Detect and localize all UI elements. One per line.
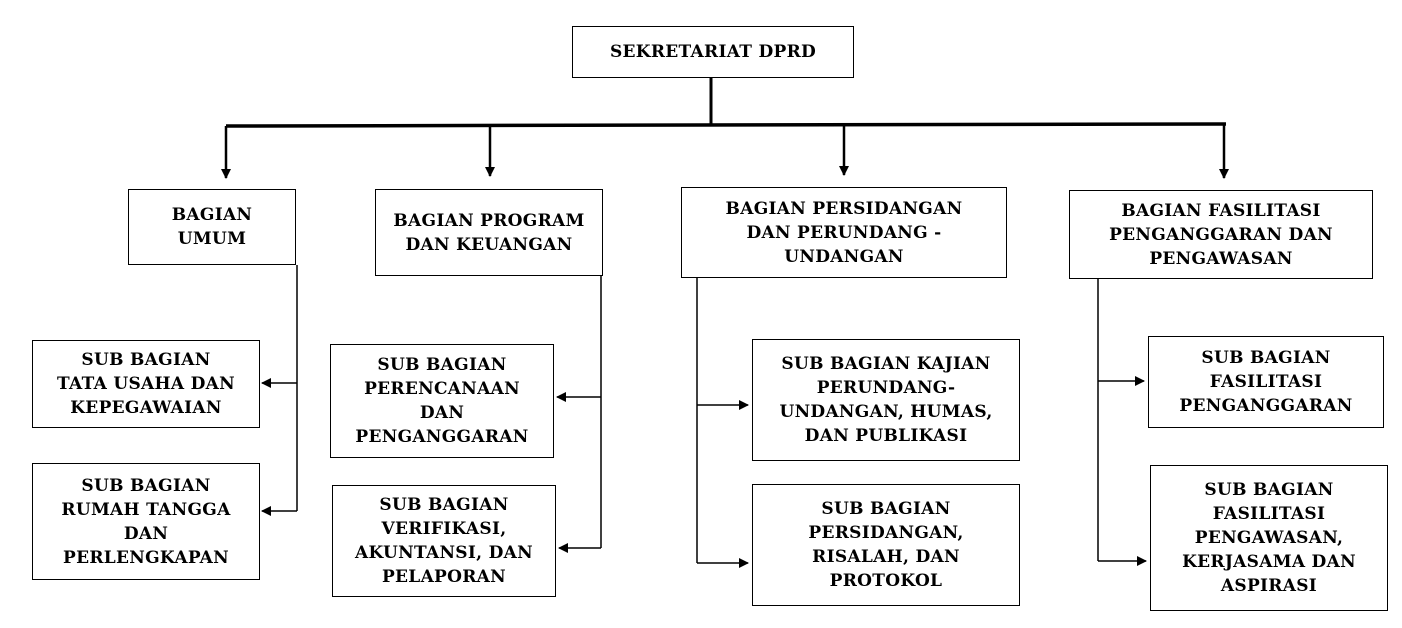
node-line: BAGIAN bbox=[171, 205, 253, 225]
node-line: PERENCANAAN bbox=[364, 379, 520, 399]
node-sub-tata-usaha: SUB BAGIAN TATA USAHA DAN KEPEGAWAIAN bbox=[32, 340, 260, 428]
node-line: KERJASAMA DAN bbox=[1182, 552, 1356, 572]
node-line: RUMAH TANGGA bbox=[61, 499, 231, 520]
node-sub-fasilitasi-pengawasan: SUB BAGIAN FASILITASI PENGAWASAN, KERJAS… bbox=[1150, 465, 1388, 611]
node-line: DAN PUBLIKASI bbox=[804, 426, 968, 446]
node-bagian-persidangan: BAGIAN PERSIDANGAN DAN PERUNDANG - UNDAN… bbox=[681, 187, 1007, 278]
node-line: PELAPORAN bbox=[381, 567, 507, 587]
node-line: SUB BAGIAN bbox=[377, 355, 507, 375]
node-line: SUB BAGIAN bbox=[821, 499, 951, 519]
node-line: TATA USAHA DAN bbox=[57, 374, 235, 394]
node-line: PENGAWASAN bbox=[1149, 248, 1293, 269]
node-line: PENGAWASAN, bbox=[1194, 528, 1344, 548]
node-line: KEPEGAWAIAN bbox=[70, 398, 222, 418]
node-line: PERUNDANG- bbox=[816, 378, 956, 398]
node-bagian-program-keuangan: BAGIAN PROGRAM DAN KEUANGAN bbox=[375, 189, 603, 276]
node-line: BAGIAN FASILITASI bbox=[1121, 200, 1321, 221]
node-sub-verifikasi: SUB BAGIAN VERIFIKASI, AKUNTANSI, DAN PE… bbox=[332, 485, 556, 597]
node-line: DAN PERUNDANG - bbox=[746, 222, 942, 243]
node-line: UMUM bbox=[177, 229, 247, 249]
node-line: DAN KEUANGAN bbox=[405, 234, 573, 255]
node-line: SUB BAGIAN bbox=[1201, 348, 1331, 368]
node-line: RISALAH, DAN bbox=[812, 547, 960, 567]
node-line: SUB BAGIAN bbox=[1204, 480, 1334, 500]
node-line: PENGANGGARAN bbox=[1179, 396, 1353, 416]
node-root: SEKRETARIAT DPRD bbox=[572, 26, 854, 78]
node-line: AKUNTANSI, DAN bbox=[355, 543, 533, 563]
node-bagian-umum: BAGIAN UMUM bbox=[128, 189, 296, 265]
node-line: PERLENGKAPAN bbox=[63, 547, 229, 568]
node-line: SUB BAGIAN bbox=[81, 350, 211, 370]
node-sub-fasilitasi-penganggaran: SUB BAGIAN FASILITASI PENGANGGARAN bbox=[1148, 336, 1384, 428]
node-line: PENGANGGARAN bbox=[355, 427, 529, 447]
node-line: PERSIDANGAN, bbox=[808, 523, 964, 543]
node-line: FASILITASI bbox=[1212, 504, 1326, 524]
node-sub-rumah-tangga: SUB BAGIAN RUMAH TANGGA DAN PERLENGKAPAN bbox=[32, 463, 260, 580]
node-sub-perencanaan: SUB BAGIAN PERENCANAAN DAN PENGANGGARAN bbox=[330, 344, 554, 458]
node-line: DAN bbox=[419, 403, 465, 423]
node-line: ASPIRASI bbox=[1220, 576, 1318, 596]
node-line: UNDANGAN, HUMAS, bbox=[779, 402, 993, 422]
node-root-line: SEKRETARIAT DPRD bbox=[609, 42, 817, 62]
node-line: PENGANGGARAN DAN bbox=[1109, 224, 1333, 245]
node-line: BAGIAN PERSIDANGAN bbox=[725, 198, 963, 219]
node-line: DAN bbox=[123, 523, 169, 544]
node-line: SUB BAGIAN bbox=[81, 475, 211, 496]
node-line: VERIFIKASI, bbox=[381, 519, 507, 539]
node-line: PROTOKOL bbox=[829, 571, 943, 591]
node-bagian-fasilitasi: BAGIAN FASILITASI PENGANGGARAN DAN PENGA… bbox=[1069, 190, 1373, 279]
node-line: SUB BAGIAN bbox=[379, 495, 509, 515]
node-sub-persidangan: SUB BAGIAN PERSIDANGAN, RISALAH, DAN PRO… bbox=[752, 484, 1020, 606]
horizontal-bus-line bbox=[225, 122, 1227, 128]
node-line: FASILITASI bbox=[1209, 372, 1323, 392]
node-line: UNDANGAN bbox=[784, 246, 904, 267]
node-sub-kajian: SUB BAGIAN KAJIAN PERUNDANG- UNDANGAN, H… bbox=[752, 339, 1020, 461]
node-line: BAGIAN PROGRAM bbox=[393, 210, 585, 231]
node-line: SUB BAGIAN KAJIAN bbox=[781, 354, 991, 374]
